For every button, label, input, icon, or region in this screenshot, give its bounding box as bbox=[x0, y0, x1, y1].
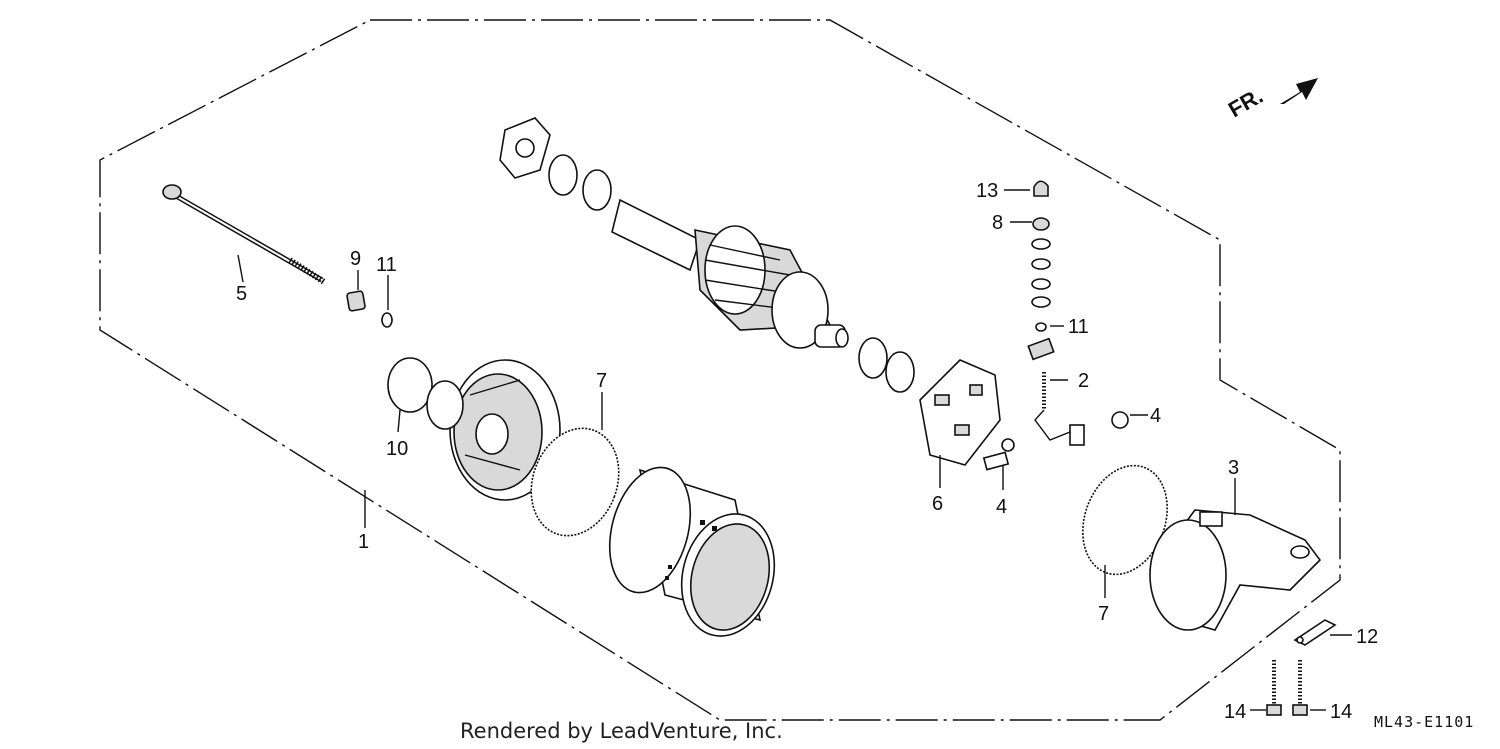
callout-9: 9 bbox=[350, 248, 361, 270]
callout-7b: 7 bbox=[1098, 603, 1109, 625]
assembly-outline bbox=[99, 19, 1341, 721]
brush-spring-part bbox=[1111, 411, 1129, 429]
diagram-code: ML43-E1101 bbox=[1374, 713, 1474, 731]
brush-spring-part bbox=[1001, 438, 1015, 452]
gasket-part bbox=[1293, 619, 1337, 646]
terminal-stack-part bbox=[1027, 180, 1055, 361]
callout-6: 6 bbox=[932, 493, 943, 515]
seal-ring-front-part bbox=[530, 427, 620, 537]
front-direction-indicator: FR. bbox=[1224, 78, 1318, 122]
armature-part bbox=[611, 198, 849, 349]
callout-4b: 4 bbox=[996, 496, 1007, 518]
brush-holder-part bbox=[919, 359, 1010, 471]
callout-1: 1 bbox=[358, 531, 369, 553]
washer-part bbox=[548, 154, 578, 196]
callout-14b: 14 bbox=[1330, 701, 1352, 723]
direction-label: FR. bbox=[1224, 83, 1267, 122]
washer-part bbox=[858, 337, 888, 379]
yoke-case-part bbox=[608, 466, 776, 637]
callout-7a: 7 bbox=[596, 370, 607, 392]
o-ring-part bbox=[387, 357, 433, 413]
callout-12: 12 bbox=[1356, 626, 1378, 648]
leader-10 bbox=[397, 409, 401, 433]
nut-part bbox=[346, 290, 366, 312]
leader-5 bbox=[237, 254, 244, 283]
callout-8: 8 bbox=[992, 212, 1003, 234]
through-bolt-part bbox=[162, 184, 326, 285]
direction-arrow-icon bbox=[1280, 78, 1318, 104]
terminal-bolt-part bbox=[1034, 372, 1085, 446]
front-housing-part bbox=[426, 359, 561, 501]
washer-part bbox=[885, 351, 915, 393]
callout-3: 3 bbox=[1228, 457, 1239, 479]
callout-14a: 14 bbox=[1224, 701, 1246, 723]
callout-5: 5 bbox=[236, 283, 247, 305]
washer-part bbox=[582, 169, 612, 211]
mounting-bolt-part bbox=[1266, 660, 1308, 716]
lock-washer-part bbox=[381, 312, 393, 328]
callout-2: 2 bbox=[1078, 370, 1089, 392]
callout-4a: 4 bbox=[1150, 405, 1161, 427]
rear-cover-part bbox=[1149, 509, 1322, 631]
callout-13: 13 bbox=[976, 180, 998, 202]
render-credit: Rendered by LeadVenture, Inc. bbox=[460, 719, 783, 743]
callout-11a: 11 bbox=[376, 254, 397, 276]
callout-11b: 11 bbox=[1068, 316, 1089, 338]
callout-10: 10 bbox=[386, 438, 408, 460]
